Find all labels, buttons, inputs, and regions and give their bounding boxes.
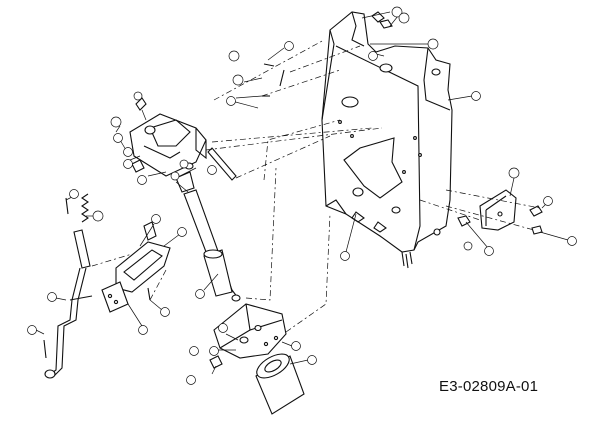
steering-column [175, 171, 241, 302]
callout [47, 292, 57, 302]
callout [151, 214, 161, 224]
callout [133, 91, 143, 101]
pivot-bracket [129, 97, 237, 181]
callout [195, 289, 205, 299]
leader-lines [35, 11, 569, 375]
callout [368, 51, 378, 61]
cylinder-part [255, 353, 305, 415]
callout-bubbles [27, 6, 577, 385]
callout [340, 251, 350, 261]
callout [179, 159, 189, 169]
callout [123, 147, 133, 157]
callout [113, 133, 123, 143]
callout [92, 210, 104, 222]
callout [463, 241, 473, 251]
callout [508, 167, 520, 179]
callout [291, 341, 301, 351]
lower-bracket [209, 303, 287, 369]
callout [207, 165, 217, 175]
callout [27, 325, 37, 335]
callout [307, 355, 317, 365]
callout [427, 38, 439, 50]
callout [138, 325, 148, 335]
callout [189, 346, 199, 356]
callout [137, 175, 147, 185]
frame-plate [321, 11, 453, 269]
callout [567, 236, 577, 246]
callout [228, 50, 240, 62]
callout [186, 375, 196, 385]
callout [391, 6, 403, 18]
callout [170, 171, 180, 181]
callout [284, 41, 294, 51]
pedal-bracket [101, 221, 171, 313]
callout [110, 116, 122, 128]
callout [218, 323, 228, 333]
side-bracket [457, 189, 543, 235]
assembly-lines [91, 39, 541, 333]
callout [398, 12, 410, 24]
springs-and-bolts [43, 11, 393, 359]
callout [484, 246, 494, 256]
callout [160, 307, 170, 317]
callout [543, 196, 553, 206]
callout [123, 159, 133, 169]
diagram-code: E3-02809A-01 [439, 378, 539, 395]
pedal-lever [44, 229, 93, 379]
callout [69, 189, 79, 199]
callout [232, 74, 244, 86]
callout [177, 227, 187, 237]
callout [226, 96, 236, 106]
callout [209, 346, 219, 356]
callout [471, 91, 481, 101]
